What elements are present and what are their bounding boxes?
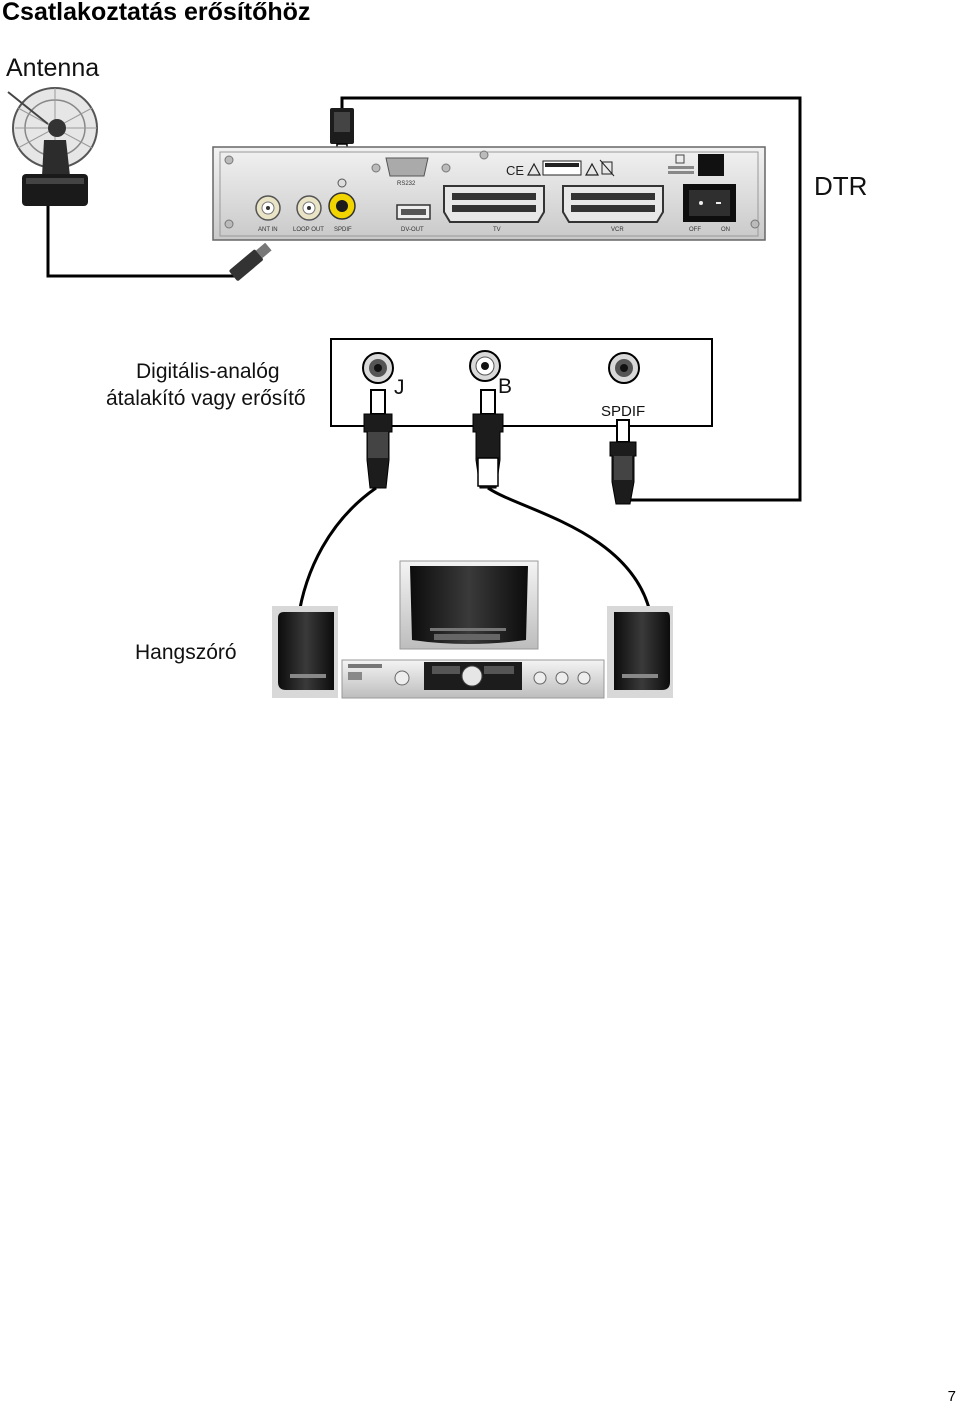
- converter-label-line2: átalakító vagy erősítő: [106, 387, 306, 410]
- left-speaker-icon: [272, 606, 338, 698]
- svg-text:CE: CE: [506, 163, 524, 178]
- dv-out-port: [396, 204, 431, 220]
- on-label: ON: [721, 227, 730, 233]
- amplifier-unit-icon: [341, 659, 605, 699]
- dtr-spdif-jack: [328, 178, 356, 220]
- converter-spdif-label: SPDIF: [601, 403, 645, 420]
- connection-diagram: Antenna: [6, 54, 867, 699]
- dtr-label: DTR: [814, 171, 867, 201]
- ant-in-jack: [255, 195, 281, 221]
- vcr-label: VCR: [611, 227, 624, 233]
- dtr-spdif-label: SPDIF: [334, 227, 352, 233]
- antenna-icon: [7, 87, 98, 206]
- right-jack: [469, 350, 501, 382]
- rca-plug-spdif-icon: [609, 419, 637, 505]
- page-title: Csatlakoztatás erősítőhöz: [2, 0, 311, 26]
- rs232-port: [385, 157, 429, 177]
- speaker-label: Hangszóró: [135, 641, 237, 664]
- rs232-label: RS232: [397, 181, 416, 187]
- loop-out-jack: [296, 195, 322, 221]
- tv-label: TV: [493, 227, 501, 233]
- power-section: [668, 154, 736, 222]
- vcr-scart-port: [562, 185, 664, 223]
- tv-scart-port: [443, 185, 545, 223]
- converter-label-line1: Digitális-analóg: [136, 360, 280, 383]
- coax-plug-icon: [229, 242, 272, 281]
- dv-out-label: DV-OUT: [401, 227, 424, 233]
- rca-plug-right-icon: [472, 389, 504, 489]
- converter-spdif-jack: [608, 352, 640, 384]
- antenna-label: Antenna: [6, 54, 99, 82]
- compliance-marks: CE: [506, 159, 615, 178]
- left-jack: [362, 352, 394, 384]
- subwoofer-icon: [399, 560, 539, 650]
- page-number: 7: [947, 1388, 956, 1405]
- off-label: OFF: [689, 227, 701, 233]
- rca-plug-left-icon: [363, 389, 393, 489]
- loop-out-label: LOOP OUT: [293, 227, 324, 233]
- ant-in-label: ANT IN: [258, 227, 278, 233]
- rca-plug-top-icon: [330, 108, 354, 168]
- converter-box: [330, 338, 713, 427]
- right-channel-label: B: [498, 375, 512, 398]
- right-speaker-icon: [607, 606, 673, 698]
- left-channel-label: J: [394, 376, 405, 399]
